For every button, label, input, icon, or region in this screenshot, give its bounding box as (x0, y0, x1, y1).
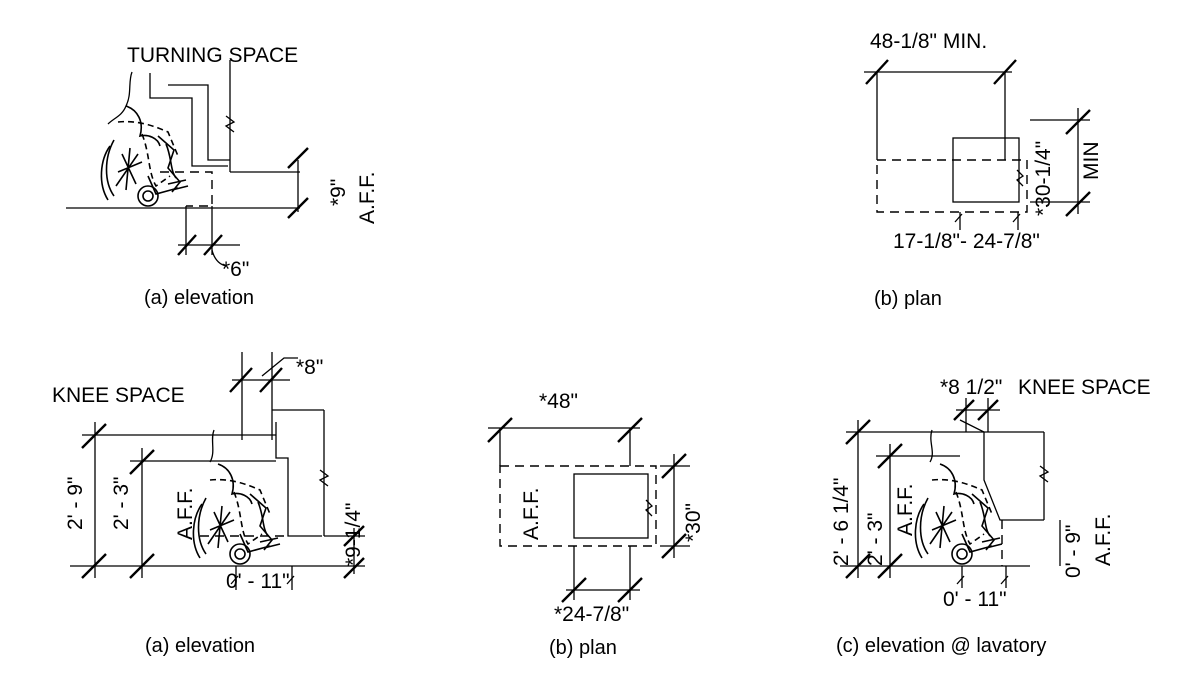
bottom-elevation-offset-label: *8" (296, 356, 323, 379)
lavatory-knee-height-label: 2' - 3" (864, 513, 887, 566)
toe-height-label: *9" (327, 179, 350, 206)
top-plan-depth-qualifier: MIN (1080, 142, 1103, 181)
bottom-plan-width-label: *48" (539, 390, 578, 413)
bottom-elevation-height-ref: A.F.F. (174, 487, 197, 540)
lavatory-offset-label: *8 1/2" (940, 376, 1002, 399)
bottom-plan-fixture (573, 473, 649, 539)
wheelchair-figure-top (100, 105, 189, 207)
bottom-plan: A.F.F. *48" *30" *24-7/8" (b) plan (487, 390, 705, 659)
toe-depth-label: *6" (222, 258, 249, 281)
top-elevation-caption: (a) elevation (144, 287, 254, 309)
bottom-elevation-caption: (a) elevation (145, 635, 255, 657)
wheelchair-figure-lavatory (914, 463, 1003, 565)
lavatory-toe-height-ref: A.F.F. (1092, 513, 1115, 566)
top-plan-caption: (b) plan (874, 288, 942, 310)
bottom-plan-height-ref: A.F.F. (520, 487, 543, 540)
bottom-elevation: KNEE SPACE *8" 2' - 9" 2' - 3" A.F.F. *9… (52, 352, 365, 657)
lavatory-overall-height-label: 2' - 6 1/4" (830, 477, 853, 566)
lavatory-height-ref: A.F.F. (894, 483, 917, 536)
lavatory-caption: (c) elevation @ lavatory (836, 635, 1046, 657)
top-plan-depth-label: *30-1/4" (1032, 141, 1055, 216)
top-elevation: TURNING SPACE *6" *9" A.F.F. (a) elevati… (66, 44, 379, 309)
toe-height-ref-label: A.F.F. (356, 171, 379, 224)
top-plan-toe-range-label: 17-1/8"- 24-7/8" (893, 230, 1040, 253)
top-plan-fixture (952, 137, 1020, 203)
bottom-plan-caption: (b) plan (549, 637, 617, 659)
bottom-plan-knee-width-label: *24-7/8" (554, 603, 629, 626)
bottom-elevation-depth-label: 0' - 11" (226, 570, 290, 593)
lavatory-depth-label: 0' - 11" (943, 588, 1007, 611)
top-plan-width-label: 48-1/8" MIN. (870, 30, 987, 53)
knee-height-label: 2' - 3" (110, 477, 133, 530)
lavatory-elevation: *8 1/2" KNEE SPACE 2' - 6 1/4" 2' - 3" A… (830, 376, 1151, 657)
lavatory-title: KNEE SPACE (1018, 376, 1151, 399)
bottom-elevation-title: KNEE SPACE (52, 384, 185, 407)
top-plan-outline (876, 159, 1028, 213)
lavatory-toe-height-label: 0' - 9" (1062, 525, 1085, 578)
wheelchair-figure-bottom (192, 463, 281, 565)
overall-height-label: 2' - 9" (64, 477, 87, 530)
top-plan: 48-1/8" MIN. *30-1/4" MIN 17-1/8"- 24-7/… (864, 30, 1103, 310)
bottom-toe-height-label: *9-1/4" (342, 503, 365, 567)
top-elevation-title: TURNING SPACE (127, 44, 298, 67)
bottom-plan-outline (499, 465, 657, 547)
bottom-plan-depth-label: *30" (682, 503, 705, 542)
